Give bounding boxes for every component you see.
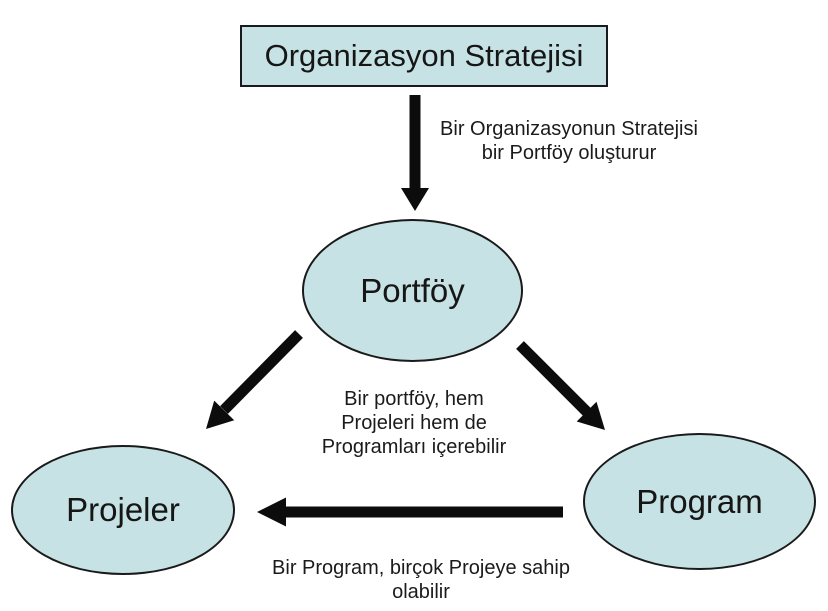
program-node: Program <box>583 433 816 570</box>
annotation-portfolio-contents: Bir portföy, hem Projeleri hem de Progra… <box>321 388 507 458</box>
annotation-strategy-to-portfolio: Bir Organizasyonun Stratejisi bir Portfö… <box>440 118 698 164</box>
program-node-label: Program <box>636 482 763 520</box>
arrow-program-to-projects-icon <box>257 497 563 527</box>
portfolio-node-label: Portföy <box>360 271 465 309</box>
arrow-portfolio-to-program-icon <box>516 341 605 430</box>
projects-node-label: Projeler <box>66 491 180 528</box>
annotation-program-to-projects: Bir Program, birçok Projeye sahip olabil… <box>272 557 570 603</box>
projects-node: Projeler <box>11 445 235 575</box>
strategy-node-label: Organizasyon Stratejisi <box>264 38 584 73</box>
arrow-portfolio-to-projects-icon <box>206 330 303 429</box>
portfolio-node: Portföy <box>302 219 523 362</box>
strategy-node: Organizasyon Stratejisi <box>240 25 608 87</box>
arrow-strategy-to-portfolio-icon <box>401 95 429 211</box>
